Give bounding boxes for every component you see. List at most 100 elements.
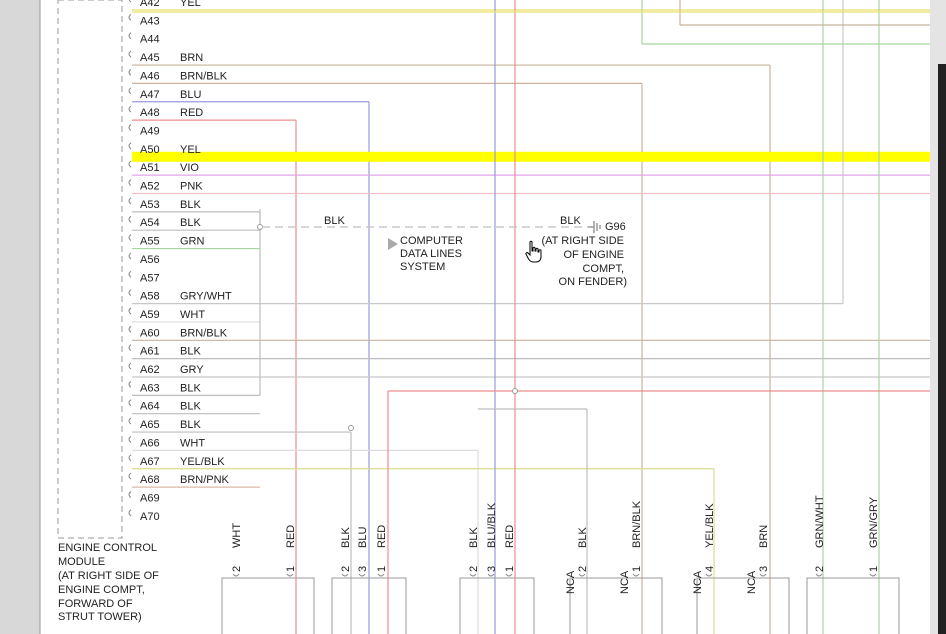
wire-label: GRY/WHT bbox=[180, 291, 232, 303]
pin-number: A51 bbox=[140, 162, 160, 174]
pin-terminal-icon bbox=[128, 362, 132, 370]
pin-terminal-icon bbox=[128, 179, 132, 186]
pin-terminal-icon bbox=[128, 307, 132, 315]
connector-terminal-icon bbox=[869, 573, 877, 577]
wire-label: GRN bbox=[180, 236, 205, 248]
pin-terminal-icon bbox=[128, 160, 132, 168]
module-label-line-1: ENGINE CONTROL bbox=[58, 542, 157, 554]
pin-number: A54 bbox=[140, 217, 160, 229]
connector-wire-label: BLU bbox=[357, 527, 369, 548]
connector-terminal-icon bbox=[815, 573, 823, 577]
pin-number: A68 bbox=[140, 474, 160, 486]
pin-number: A69 bbox=[140, 492, 160, 504]
ground-symbol-icon bbox=[588, 221, 601, 233]
wire-label: BLK bbox=[180, 217, 201, 229]
connector-pin-number: 3 bbox=[357, 566, 369, 572]
pin-number: A59 bbox=[140, 309, 160, 321]
wire-label: BRN/BLK bbox=[180, 327, 228, 339]
pin-terminal-icon bbox=[128, 436, 132, 443]
pin-number: A56 bbox=[140, 254, 160, 266]
ground-location-line-3: COMPT, bbox=[582, 263, 624, 275]
nca-label: NCA bbox=[692, 570, 704, 594]
connector-wire-label: BLK bbox=[468, 527, 480, 548]
pin-terminal-icon bbox=[128, 234, 132, 241]
wire-label: BRN/BLK bbox=[180, 70, 228, 82]
splice-point bbox=[348, 425, 354, 431]
pin-number: A53 bbox=[140, 199, 160, 211]
pin-number: A43 bbox=[140, 15, 160, 27]
wire-label: BRN/PNK bbox=[180, 474, 230, 486]
connector-pin-number: 4 bbox=[704, 566, 716, 572]
connector-wire-label: GRN/WHT bbox=[814, 495, 826, 548]
right-scrollbar-thumb[interactable] bbox=[938, 64, 946, 634]
pin-terminal-icon bbox=[128, 325, 132, 333]
data-lines-line-1: COMPUTER bbox=[400, 235, 463, 247]
wire-label: VIO bbox=[180, 162, 199, 174]
ground-location-line-1: (AT RIGHT SIDE bbox=[541, 235, 624, 247]
connector-pin-number: 1 bbox=[504, 566, 516, 572]
pin-number: A45 bbox=[140, 52, 160, 64]
connector-terminal-icon bbox=[232, 573, 240, 577]
pin-number: A46 bbox=[140, 70, 160, 82]
connector-pin-number: 1 bbox=[285, 566, 297, 572]
pin-number: A44 bbox=[140, 34, 160, 46]
connector-pin-number: 2 bbox=[577, 566, 589, 572]
diagram-page bbox=[40, 0, 930, 634]
wire-label: YEL bbox=[180, 0, 201, 9]
pin-number: A58 bbox=[140, 291, 160, 303]
pin-terminal-icon bbox=[128, 124, 132, 131]
pin-number: A60 bbox=[140, 327, 160, 339]
pin-terminal-icon bbox=[128, 50, 132, 58]
highlighted-wire bbox=[132, 151, 930, 162]
connector-wire-label: RED bbox=[376, 525, 388, 548]
component-box bbox=[331, 577, 407, 634]
pin-number: A63 bbox=[140, 382, 160, 394]
component-box bbox=[459, 577, 535, 634]
pin-terminal-icon bbox=[128, 454, 132, 462]
pin-terminal-icon bbox=[128, 32, 132, 40]
module-label-line-2: MODULE bbox=[58, 556, 105, 568]
nca-label: NCA bbox=[619, 570, 631, 594]
connector-terminal-icon bbox=[759, 573, 767, 577]
data-lines-line-2: DATA LINES bbox=[400, 248, 462, 260]
pin-terminal-icon bbox=[128, 289, 132, 296]
pin-terminal-icon bbox=[128, 270, 132, 278]
module-label-line-6: STRUT TOWER) bbox=[58, 611, 142, 623]
connector-pin-number: 1 bbox=[376, 566, 388, 572]
pin-number: A55 bbox=[140, 236, 160, 248]
pin-number: A48 bbox=[140, 107, 160, 119]
connector-wire-label: RED bbox=[504, 525, 516, 548]
component-box bbox=[221, 577, 315, 634]
nca-label: NCA bbox=[565, 570, 577, 594]
pin-terminal-icon bbox=[128, 87, 132, 95]
blk-ground-wire-label: BLK bbox=[560, 215, 581, 227]
connector-wire-label: BLK bbox=[577, 527, 589, 548]
connector-terminal-icon bbox=[705, 573, 713, 577]
module-label-line-5: FORWARD OF bbox=[58, 598, 133, 610]
connector-wire-label: WHT bbox=[231, 523, 243, 548]
pin-terminal-icon bbox=[128, 0, 132, 3]
pin-number: A67 bbox=[140, 456, 160, 468]
pin-terminal-icon bbox=[128, 509, 132, 517]
pin-terminal-icon bbox=[128, 142, 132, 150]
connector-layer: WHT2RED1BLK2BLU3RED1BLK2BLU/BLK3RED1BLK2… bbox=[221, 495, 900, 634]
component-box bbox=[569, 577, 663, 634]
connector-terminal-icon bbox=[505, 573, 513, 577]
ground-location-line-4: ON FENDER) bbox=[559, 276, 627, 288]
pin-number: A50 bbox=[140, 144, 160, 156]
pin-number: A70 bbox=[140, 511, 160, 523]
pin-terminal-icon bbox=[128, 380, 132, 388]
connector-terminal-icon bbox=[341, 573, 349, 577]
connector-wire-label: GRN/GRY bbox=[868, 496, 880, 548]
pin-terminal-icon bbox=[128, 472, 132, 480]
pin-number: A64 bbox=[140, 401, 160, 413]
blk-wire-label: BLK bbox=[324, 215, 345, 227]
connector-pin-number: 1 bbox=[631, 566, 643, 572]
wire-label: BLK bbox=[180, 199, 201, 211]
connector-terminal-icon bbox=[469, 573, 477, 577]
pin-number: A66 bbox=[140, 437, 160, 449]
wire-label: RED bbox=[180, 107, 203, 119]
wire-label: BLK bbox=[180, 382, 201, 394]
